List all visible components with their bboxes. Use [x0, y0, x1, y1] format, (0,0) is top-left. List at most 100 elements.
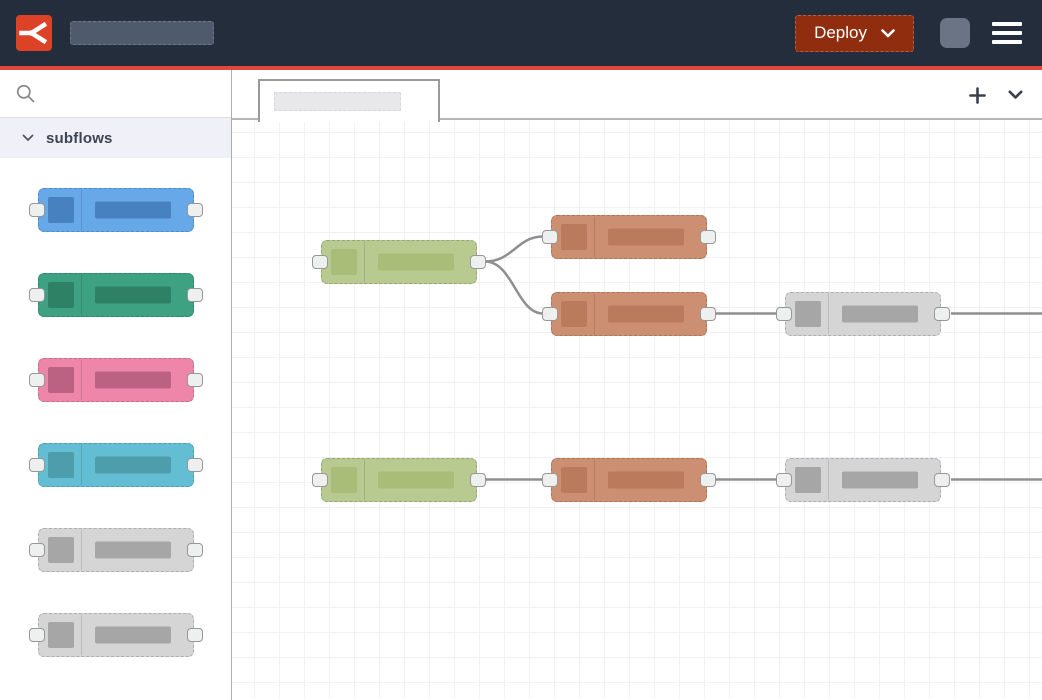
node-port-input[interactable]: [776, 307, 792, 321]
palette-search[interactable]: [0, 70, 231, 118]
chevron-down-icon: [22, 134, 34, 141]
node-icon-placeholder: [48, 622, 74, 648]
plus-icon: [968, 86, 986, 104]
node-port-output[interactable]: [187, 373, 203, 387]
node-icon-placeholder: [561, 301, 587, 327]
palette-node-green[interactable]: [29, 273, 203, 317]
node-port-input[interactable]: [29, 628, 45, 642]
header-accent-line: [0, 66, 1042, 70]
flow-node-gray-2[interactable]: [776, 458, 950, 502]
node-port-output[interactable]: [187, 288, 203, 302]
palette-node-gray-1[interactable]: [29, 528, 203, 572]
node-port-input[interactable]: [29, 543, 45, 557]
wire-layer: [484, 235, 1042, 481]
node-port-input[interactable]: [542, 473, 558, 487]
palette-node-gray-2[interactable]: [29, 613, 203, 657]
workspace: [232, 70, 1042, 700]
node-port-input[interactable]: [29, 373, 45, 387]
node-red-logo-icon: [16, 15, 52, 51]
flow-node-olive-1[interactable]: [312, 240, 486, 284]
node-divider: [81, 445, 82, 485]
wire[interactable]: [484, 260, 544, 315]
node-divider: [594, 217, 595, 257]
node-port-output[interactable]: [700, 230, 716, 244]
palette-section-subflows[interactable]: subflows: [0, 118, 231, 158]
node-port-input[interactable]: [29, 288, 45, 302]
flow-tab[interactable]: [258, 79, 440, 122]
node-port-output[interactable]: [187, 628, 203, 642]
node-port-output[interactable]: [934, 307, 950, 321]
node-port-input[interactable]: [542, 230, 558, 244]
flow-list-button[interactable]: [1000, 80, 1030, 110]
node-port-output[interactable]: [700, 307, 716, 321]
palette-section-label: subflows: [46, 129, 113, 147]
search-icon: [16, 84, 35, 103]
node-divider: [81, 615, 82, 655]
palette-node-blue[interactable]: [29, 188, 203, 232]
node-icon-placeholder: [48, 537, 74, 563]
flow-canvas[interactable]: [232, 120, 1042, 698]
flow-node-gray-1[interactable]: [776, 292, 950, 336]
palette-node-pink[interactable]: [29, 358, 203, 402]
chevron-down-icon: [881, 28, 895, 37]
node-port-output[interactable]: [187, 543, 203, 557]
node-icon-placeholder: [561, 224, 587, 250]
node-port-input[interactable]: [312, 255, 328, 269]
node-label-placeholder: [378, 253, 454, 271]
node-port-input[interactable]: [542, 307, 558, 321]
node-port-output[interactable]: [470, 255, 486, 269]
menu-bar: [992, 40, 1022, 44]
node-port-output[interactable]: [187, 203, 203, 217]
node-port-input[interactable]: [312, 473, 328, 487]
node-label-placeholder: [95, 541, 171, 559]
flow-node-olive-2[interactable]: [312, 458, 486, 502]
node-port-output[interactable]: [470, 473, 486, 487]
node-label-placeholder: [608, 305, 684, 323]
menu-bar: [992, 22, 1022, 26]
node-label-placeholder: [95, 201, 171, 219]
node-port-output[interactable]: [187, 458, 203, 472]
node-port-input[interactable]: [29, 458, 45, 472]
chevron-down-icon: [1007, 90, 1022, 99]
node-divider: [594, 294, 595, 334]
palette-sidebar: subflows: [0, 70, 232, 700]
wire[interactable]: [484, 235, 544, 263]
node-port-input[interactable]: [776, 473, 792, 487]
node-label-placeholder: [95, 286, 171, 304]
node-icon-placeholder: [48, 197, 74, 223]
node-icon-placeholder: [48, 452, 74, 478]
node-port-output[interactable]: [700, 473, 716, 487]
app-header: Deploy: [0, 0, 1042, 66]
node-port-output[interactable]: [934, 473, 950, 487]
menu-bar: [992, 31, 1022, 35]
flow-node-salmon-1[interactable]: [542, 215, 716, 259]
node-divider: [364, 242, 365, 282]
node-label-placeholder: [95, 371, 171, 389]
node-divider: [828, 460, 829, 500]
palette-node-teal[interactable]: [29, 443, 203, 487]
deploy-button-label: Deploy: [814, 23, 867, 42]
flow-node-salmon-2[interactable]: [542, 292, 716, 336]
node-port-input[interactable]: [29, 203, 45, 217]
user-avatar[interactable]: [940, 18, 970, 48]
node-icon-placeholder: [561, 467, 587, 493]
workspace-tabbar: [232, 70, 1042, 122]
node-divider: [594, 460, 595, 500]
deploy-button[interactable]: Deploy: [795, 14, 914, 52]
tab-controls: [962, 70, 1042, 120]
add-flow-button[interactable]: [962, 80, 992, 110]
node-icon-placeholder: [795, 301, 821, 327]
node-label-placeholder: [608, 228, 684, 246]
hamburger-menu-icon[interactable]: [992, 22, 1022, 44]
node-divider: [364, 460, 365, 500]
node-icon-placeholder: [795, 467, 821, 493]
app-title-placeholder: [70, 21, 214, 45]
node-divider: [81, 530, 82, 570]
node-icon-placeholder: [48, 367, 74, 393]
node-label-placeholder: [608, 471, 684, 489]
node-label-placeholder: [95, 456, 171, 474]
node-icon-placeholder: [48, 282, 74, 308]
flow-node-salmon-3[interactable]: [542, 458, 716, 502]
node-label-placeholder: [842, 471, 918, 489]
node-divider: [81, 275, 82, 315]
